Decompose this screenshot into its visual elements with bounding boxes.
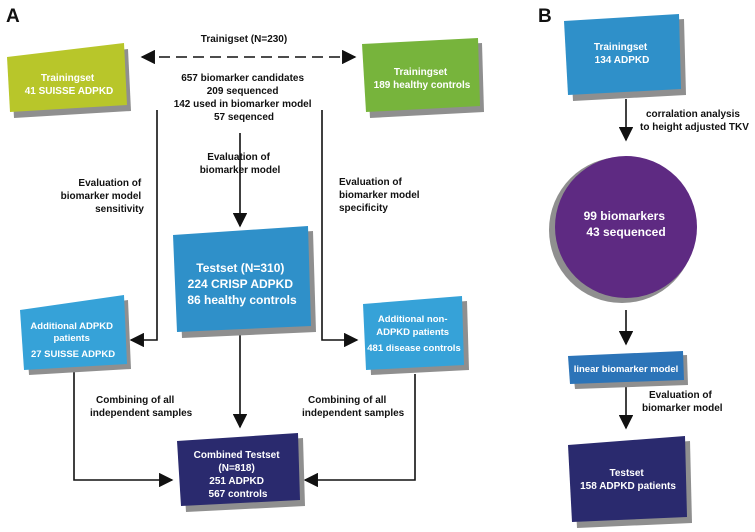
eval-model-a-line-1: Evaluation of xyxy=(207,152,270,163)
right-combining-arrow xyxy=(303,374,416,488)
b-linear-model-label: linear biomarker model xyxy=(574,364,679,375)
candidates-line-1: 657 biomarker candidates xyxy=(181,73,304,84)
combining-left-line-1: Combining of all xyxy=(96,395,175,406)
b-biomarkers-line-1: 99 biomarkers xyxy=(584,209,666,223)
combined-testset-box: Combined Testset (N=818) 251 ADPKD 567 c… xyxy=(177,433,305,512)
eval-model-a-line-2: biomarker model xyxy=(200,165,281,176)
b-biomarkers-circle-face xyxy=(555,156,697,298)
combining-right-line-2: independent samples xyxy=(302,408,405,419)
eval-specificity-line-2: biomarker model xyxy=(339,190,420,201)
candidates-line-2: 209 sequenced xyxy=(207,86,279,97)
combining-right-line-1: Combining of all xyxy=(308,395,387,406)
b-eval-model-line-1: Evaluation of xyxy=(649,390,712,401)
combining-right-text: Combining of all independent samples xyxy=(302,395,405,419)
combined-testset-face xyxy=(177,433,300,506)
additional-adpkd-box: Additional ADPKD patients 27 SUISSE ADPK… xyxy=(20,295,131,375)
trainingset-suisse-line-1: Trainingset xyxy=(41,73,95,84)
trainingset-healthy-line-1: Trainingset xyxy=(394,67,448,78)
svg-text:Trainingset 134 ADPKD: Trainingset 134 ADPKD xyxy=(594,42,650,66)
b-biomarkers-line-2: 43 sequenced xyxy=(586,225,665,239)
svg-text:Testset (N=310) 224 CRIS: Testset (N=310) 224 CRISP ADPKD 86 healt… xyxy=(187,261,297,307)
eval-specificity-text: Evaluation of biomarker model specificit… xyxy=(339,177,422,214)
b-testset-line-2: 158 ADPKD patients xyxy=(580,481,676,492)
combining-left-text: Combining of all independent samples xyxy=(90,395,193,419)
b-trainingset-face xyxy=(564,14,681,95)
panel-b-label: B xyxy=(538,6,552,27)
combined-testset-line-3: 251 ADPKD xyxy=(209,476,264,487)
svg-text:657 biomarker candidates: 657 biomarker candidates 209 sequenced 1… xyxy=(174,73,315,123)
eval-specificity-line-3: specificity xyxy=(339,203,388,214)
additional-adpkd-line-2: patients xyxy=(53,333,89,344)
trainingset-suisse-face xyxy=(7,43,127,112)
testset-box: Testset (N=310) 224 CRISP ADPKD 86 healt… xyxy=(173,226,316,338)
additional-non-adpkd-line-1: Additional non- xyxy=(378,314,448,325)
eval-sensitivity-line-1: Evaluation of xyxy=(78,178,141,189)
left-combining-arrow xyxy=(73,372,174,488)
combined-testset-line-4: 567 controls xyxy=(209,489,268,500)
trainingset-healthy-line-2: 189 healthy controls xyxy=(374,80,471,91)
additional-non-adpkd-line-2: ADPKD patients xyxy=(376,327,449,338)
testset-face xyxy=(173,226,311,332)
svg-text:Trainingset 189 healthy: Trainingset 189 healthy controls xyxy=(374,67,471,91)
svg-text:99 biomarkers 43 sequenc: 99 biomarkers 43 sequenced xyxy=(584,209,669,239)
specificity-arrow xyxy=(321,110,359,348)
combining-left-line-2: independent samples xyxy=(90,408,193,419)
b-biomarkers-circle: 99 biomarkers 43 sequenced xyxy=(549,156,697,303)
b-trainingset-line-1: Trainingset xyxy=(594,42,648,53)
svg-text:Trainingset 41 SUISSE AD: Trainingset 41 SUISSE ADPKD xyxy=(25,73,114,97)
eval-sensitivity-text: Evaluation of biomarker model sensitivit… xyxy=(61,178,145,215)
testset-line-2: 224 CRISP ADPKD xyxy=(188,277,294,291)
trainingset-healthy-face xyxy=(362,38,480,112)
combined-testset-line-2: (N=818) xyxy=(218,463,254,474)
panel-a-label: A xyxy=(6,6,20,27)
additional-non-adpkd-box: Additional non- ADPKD patients 481 disea… xyxy=(363,296,469,375)
eval-model-text-a: Evaluation of biomarker model xyxy=(200,152,281,176)
svg-text:Combined Testset (N=818): Combined Testset (N=818) 251 ADPKD 567 c… xyxy=(194,450,283,500)
trainingset-healthy-box: Trainingset 189 healthy controls xyxy=(362,38,484,118)
eval-sensitivity-line-2: biomarker model xyxy=(61,191,142,202)
svg-text:Additional non- ADPKD pa: Additional non- ADPKD patients 481 disea… xyxy=(367,314,460,354)
additional-adpkd-face xyxy=(20,295,127,370)
b-correlation-text: corralation analysis to height adjusted … xyxy=(640,109,749,133)
trainingset-suisse-box: Trainingset 41 SUISSE ADPKD xyxy=(7,43,131,118)
additional-non-adpkd-line-3: 481 disease controls xyxy=(367,343,460,354)
eval-specificity-line-1: Evaluation of xyxy=(339,177,402,188)
sensitivity-arrow xyxy=(129,110,158,348)
candidates-line-4: 57 seqenced xyxy=(214,112,274,123)
combined-testset-line-1: Combined Testset xyxy=(194,450,281,461)
b-eval-model-text: Evaluation of biomarker model xyxy=(642,390,723,414)
b-testset-face xyxy=(568,436,687,522)
biomarker-candidates-text: 657 biomarker candidates 209 sequenced 1… xyxy=(174,73,315,123)
b-eval-model-line-2: biomarker model xyxy=(642,403,723,414)
b-trainingset-box: Trainingset 134 ADPKD xyxy=(564,14,686,101)
b-linear-model-face xyxy=(568,351,684,384)
b-correlation-line-2: to height adjusted TKV xyxy=(640,122,749,133)
b-trainingset-line-2: 134 ADPKD xyxy=(595,55,650,66)
testset-line-3: 86 healthy controls xyxy=(187,293,297,307)
additional-adpkd-line-3: 27 SUISSE ADPKD xyxy=(31,349,115,360)
candidates-line-3: 142 used in biomarker model xyxy=(174,99,312,110)
b-linear-model-box: linear biomarker model xyxy=(568,351,688,389)
eval-sensitivity-line-3: sensitivity xyxy=(95,204,144,215)
b-correlation-line-1: corralation analysis xyxy=(646,109,740,120)
b-testset-box: Testset 158 ADPKD patients xyxy=(568,436,692,528)
trainiset-label: Trainigset (N=230) xyxy=(201,34,287,45)
svg-text:Testset 158 ADPKD patien: Testset 158 ADPKD patients xyxy=(580,468,676,492)
additional-adpkd-line-1: Additional ADPKD xyxy=(30,321,113,332)
additional-non-adpkd-face xyxy=(363,296,464,370)
testset-line-1: Testset (N=310) xyxy=(196,261,284,275)
trainingset-suisse-line-2: 41 SUISSE ADPKD xyxy=(25,86,114,97)
b-testset-line-1: Testset xyxy=(609,468,644,479)
svg-text:Additional ADPKD patient: Additional ADPKD patients 27 SUISSE ADPK… xyxy=(30,321,115,360)
